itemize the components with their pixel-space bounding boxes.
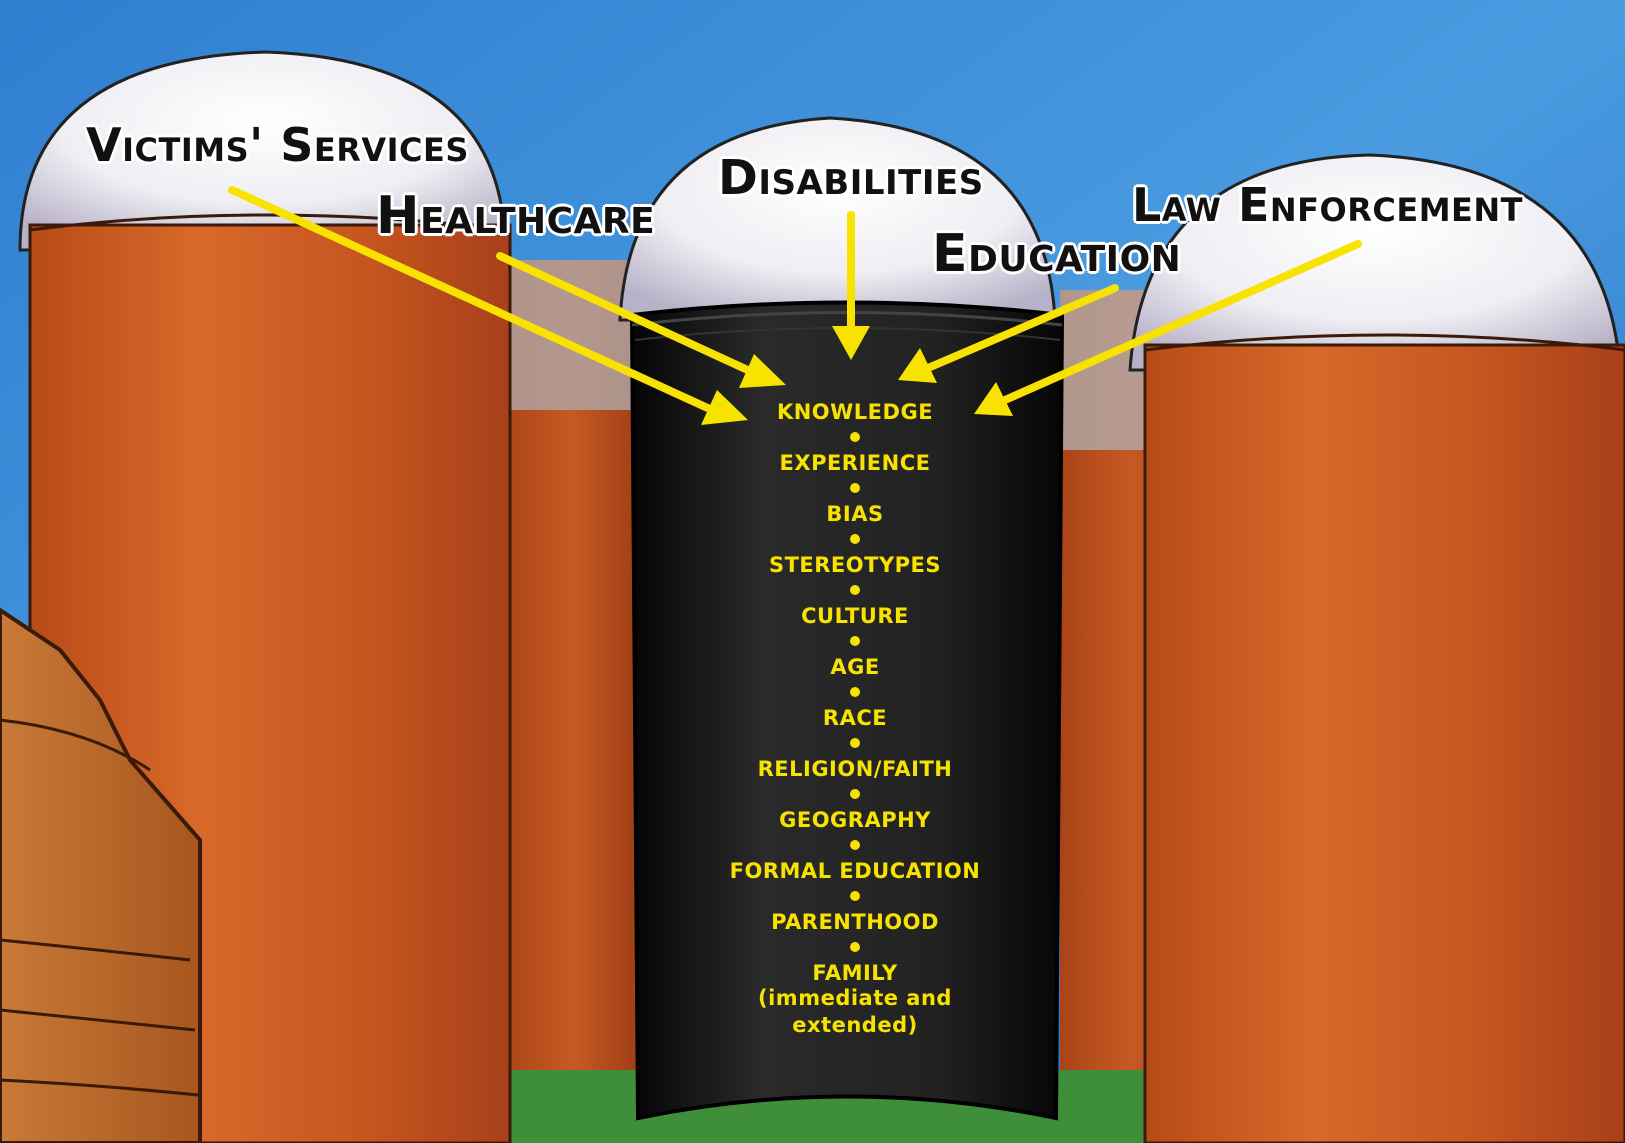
factor-item: EXPERIENCE xyxy=(700,451,1010,493)
right-silo xyxy=(1130,155,1625,1143)
bullet-dot xyxy=(850,534,860,544)
factor-item-family: FAMILY (immediate and extended) xyxy=(700,961,1010,1039)
factor-sublabel: extended) xyxy=(700,1012,1010,1039)
bullet-dot xyxy=(850,789,860,799)
bullet-dot xyxy=(850,432,860,442)
label-healthcare: Healthcare xyxy=(376,186,655,246)
bullet-dot xyxy=(850,891,860,901)
factor-item: AGE xyxy=(700,655,1010,697)
factor-label: STEREOTYPES xyxy=(769,553,941,577)
factor-label: EXPERIENCE xyxy=(780,451,931,475)
factor-item: KNOWLEDGE xyxy=(700,400,1010,442)
factor-item: RELIGION/FAITH xyxy=(700,757,1010,799)
factor-sublabel: (immediate and xyxy=(700,985,1010,1012)
factor-item: PARENTHOOD xyxy=(700,910,1010,952)
label-law-enforcement: Law Enforcement xyxy=(1132,178,1523,232)
factor-label: FAMILY xyxy=(812,961,897,985)
factor-label: BIAS xyxy=(826,502,883,526)
factor-label: PARENTHOOD xyxy=(771,910,939,934)
bullet-dot xyxy=(850,840,860,850)
factor-item: FORMAL EDUCATION xyxy=(700,859,1010,901)
bullet-dot xyxy=(850,738,860,748)
factor-item: STEREOTYPES xyxy=(700,553,1010,595)
label-education: Education xyxy=(932,224,1181,284)
bullet-dot xyxy=(850,942,860,952)
factor-item: BIAS xyxy=(700,502,1010,544)
factor-label: RACE xyxy=(823,706,887,730)
label-disabilities: Disabilities xyxy=(718,150,984,206)
factor-label: GEOGRAPHY xyxy=(779,808,931,832)
bullet-dot xyxy=(850,636,860,646)
back-silo-left xyxy=(500,260,645,1140)
factor-label: FORMAL EDUCATION xyxy=(730,859,981,883)
factor-label: KNOWLEDGE xyxy=(777,400,933,424)
factor-item: CULTURE xyxy=(700,604,1010,646)
factor-label: AGE xyxy=(830,655,879,679)
factor-label: CULTURE xyxy=(801,604,909,628)
silo-factor-list: KNOWLEDGE EXPERIENCE BIAS STEREOTYPES CU… xyxy=(700,400,1010,1039)
factor-item: RACE xyxy=(700,706,1010,748)
bullet-dot xyxy=(850,483,860,493)
factor-item: GEOGRAPHY xyxy=(700,808,1010,850)
bullet-dot xyxy=(850,687,860,697)
bullet-dot xyxy=(850,585,860,595)
factor-label: RELIGION/FAITH xyxy=(758,757,953,781)
label-victims-services: Victims' Services xyxy=(86,118,469,172)
